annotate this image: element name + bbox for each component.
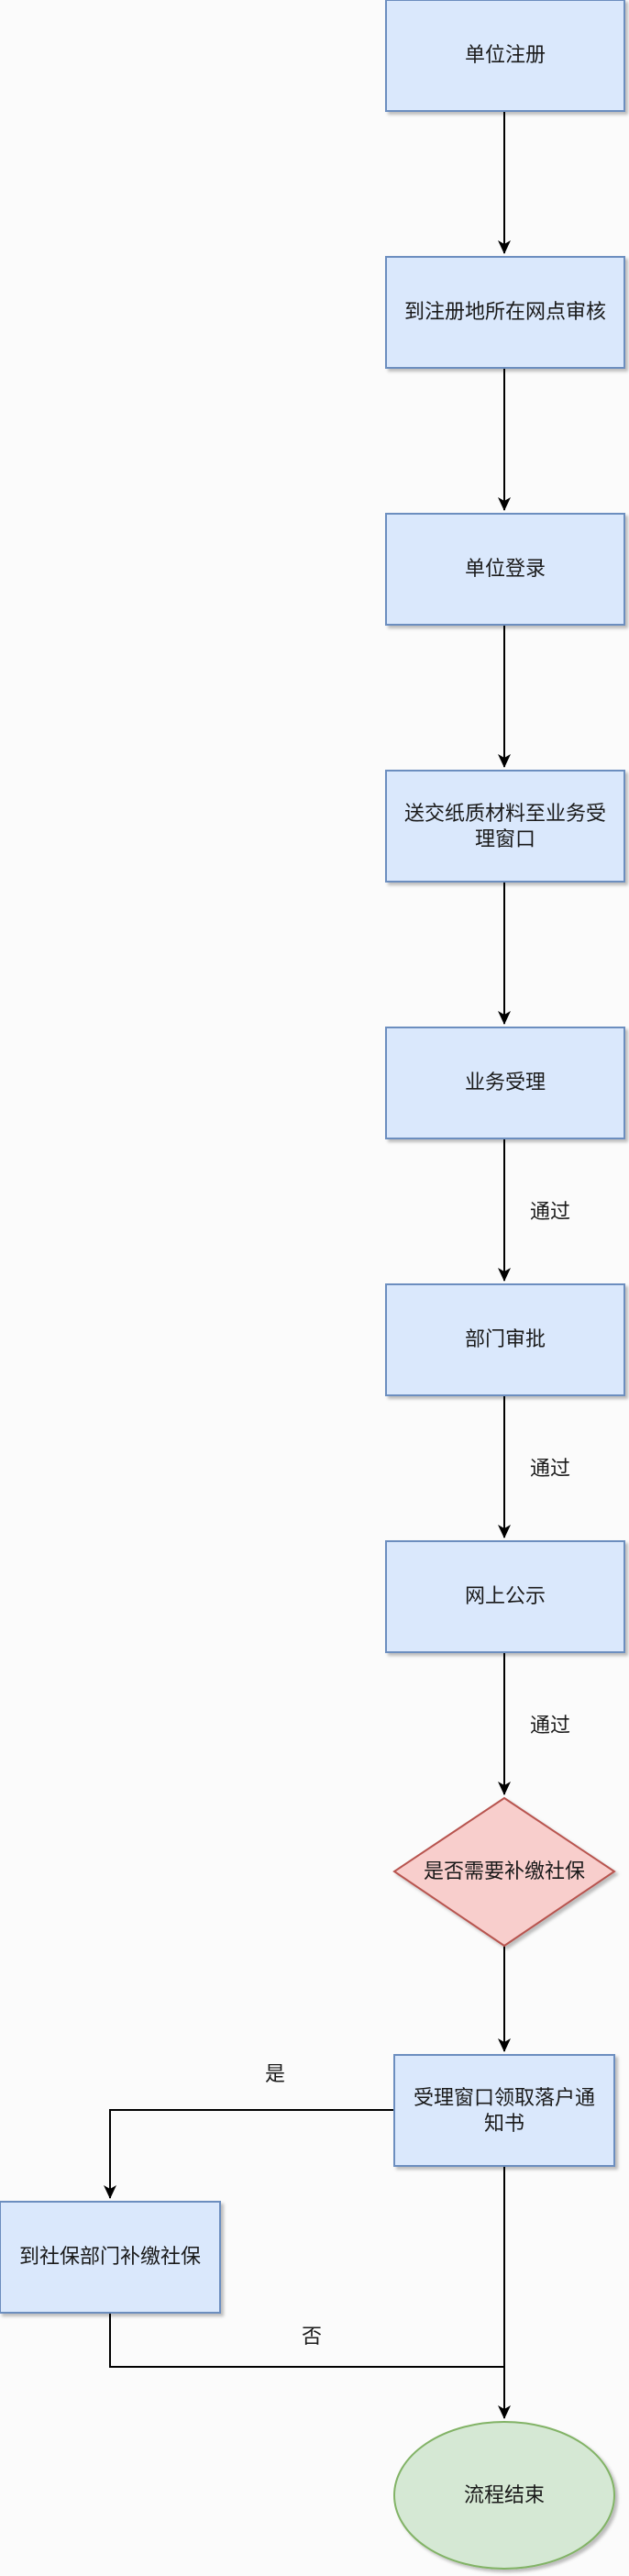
- node-business-acceptance: 业务受理: [385, 1027, 625, 1139]
- node-pay-social-security: 到社保部门补缴社保: [0, 2201, 221, 2314]
- node-department-approval-label: 部门审批: [465, 1328, 546, 1351]
- edge-labels: 通过 通过 通过 是 否: [265, 1201, 570, 2348]
- node-submit-materials: 送交纸质材料至业务受 理窗口: [385, 770, 625, 883]
- edge-label-yes: 是: [265, 2063, 285, 2086]
- edge-socialsecurity-to-end: [109, 2313, 504, 2368]
- node-login-box: [385, 513, 625, 626]
- node-decision-diamond: [392, 1796, 616, 1948]
- edge-label-no: 否: [302, 2326, 322, 2348]
- node-submit-materials-label-line1: 送交纸质材料至业务受: [404, 803, 606, 826]
- node-submit-materials-label-line2: 理窗口: [475, 828, 535, 851]
- node-online-publicity: 网上公示: [385, 1540, 625, 1653]
- node-online-publicity-label: 网上公示: [465, 1585, 546, 1608]
- node-login: 单位登录: [385, 513, 625, 626]
- node-collect-notice: 受理窗口领取落户通 知书: [393, 2054, 615, 2167]
- edge-label-pass-2: 通过: [530, 1458, 570, 1481]
- node-register-label: 单位注册: [465, 44, 546, 67]
- node-decision-label: 是否需要补缴社保: [424, 1860, 585, 1883]
- node-register-box: [385, 0, 625, 112]
- node-submit-materials-box: [385, 770, 625, 883]
- node-pay-social-security-box: [0, 2201, 221, 2314]
- node-business-acceptance-label: 业务受理: [465, 1071, 546, 1094]
- node-collect-notice-label-line2: 知书: [484, 2113, 524, 2136]
- node-decision-social-security: 是否需要补缴社保: [392, 1796, 616, 1948]
- edge-notice-to-socialsecurity: [104, 2109, 394, 2199]
- edge-label-pass-1: 通过: [530, 1201, 570, 1224]
- edge-label-pass-3: 通过: [530, 1715, 570, 1738]
- node-login-label: 单位登录: [465, 558, 546, 581]
- node-online-publicity-box: [385, 1540, 625, 1653]
- node-branch-audit-label: 到注册地所在网点审核: [404, 301, 606, 324]
- node-process-end: 流程结束: [393, 2421, 615, 2570]
- node-process-end-label: 流程结束: [464, 2484, 545, 2507]
- node-branch-audit: 到注册地所在网点审核: [385, 256, 625, 369]
- node-business-acceptance-box: [385, 1027, 625, 1139]
- node-collect-notice-label-line1: 受理窗口领取落户通: [414, 2087, 595, 2110]
- node-process-end-ellipse: [393, 2421, 615, 2570]
- edges: [104, 111, 511, 2419]
- node-collect-notice-box: [393, 2054, 615, 2167]
- node-branch-audit-box: [385, 256, 625, 369]
- node-register: 单位注册: [385, 0, 625, 112]
- node-pay-social-security-label: 到社保部门补缴社保: [19, 2246, 201, 2269]
- node-department-approval: 部门审批: [385, 1283, 625, 1396]
- node-department-approval-box: [385, 1283, 625, 1396]
